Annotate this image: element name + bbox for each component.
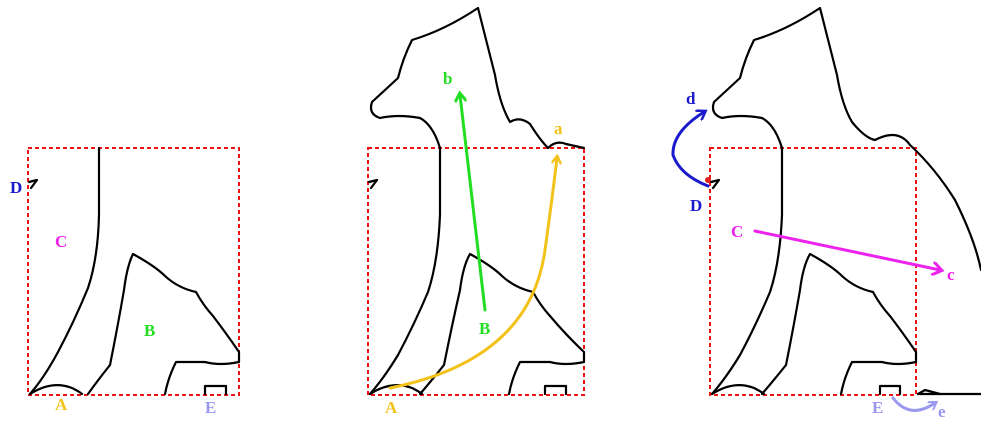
piece-e-moved-notch <box>916 388 942 396</box>
label-d-end: d <box>686 89 696 108</box>
piece-b-outline <box>86 252 241 396</box>
label-c-start: C <box>731 222 743 241</box>
panel-1-square: A B C D E <box>10 146 241 417</box>
bottom-bump-a <box>710 383 766 396</box>
arrow-b-to-b <box>460 95 487 312</box>
label-d-start: D <box>690 196 702 215</box>
label-e: E <box>205 398 216 417</box>
piece-d-outline <box>709 178 721 190</box>
label-a-end: a <box>554 119 563 138</box>
label-a: A <box>55 395 68 414</box>
square-outline-frame <box>367 147 585 396</box>
bottom-bump-a <box>368 383 424 396</box>
label-d: D <box>10 178 22 197</box>
panel-3-final: C c D d E e <box>671 6 981 421</box>
label-a-start: A <box>385 398 398 417</box>
cut-line-c <box>28 146 101 396</box>
bump-near-a <box>546 141 586 150</box>
piece-d-outline <box>27 178 39 190</box>
label-c-end: c <box>947 265 955 284</box>
panel-2-intermediate: A B b a <box>367 6 586 417</box>
cut-line-c <box>368 146 442 396</box>
cut-line-c <box>710 146 784 396</box>
label-c: C <box>55 232 67 251</box>
upper-head-outline <box>711 6 981 272</box>
piece-d-outline <box>367 178 379 190</box>
bottom-bump-a <box>28 383 84 396</box>
piece-e-notch <box>878 384 902 396</box>
arrow-e-to-e <box>891 396 935 412</box>
piece-b-outline <box>760 252 918 396</box>
piece-e-notch <box>203 384 228 396</box>
label-e-end: e <box>938 402 946 421</box>
piece-e-notch <box>543 384 568 396</box>
pivot-dot-d <box>705 177 711 183</box>
label-e-start: E <box>872 398 883 417</box>
upper-head-outline <box>369 6 550 150</box>
square-outline-frame <box>27 147 240 396</box>
label-b: B <box>144 321 155 340</box>
arrow-a-to-a <box>388 158 557 390</box>
square-outline-frame <box>709 147 917 396</box>
label-b-end: b <box>443 69 452 88</box>
arrow-c-to-c <box>753 229 940 270</box>
arrow-d-to-d <box>671 112 710 188</box>
label-b-start: B <box>479 319 490 338</box>
